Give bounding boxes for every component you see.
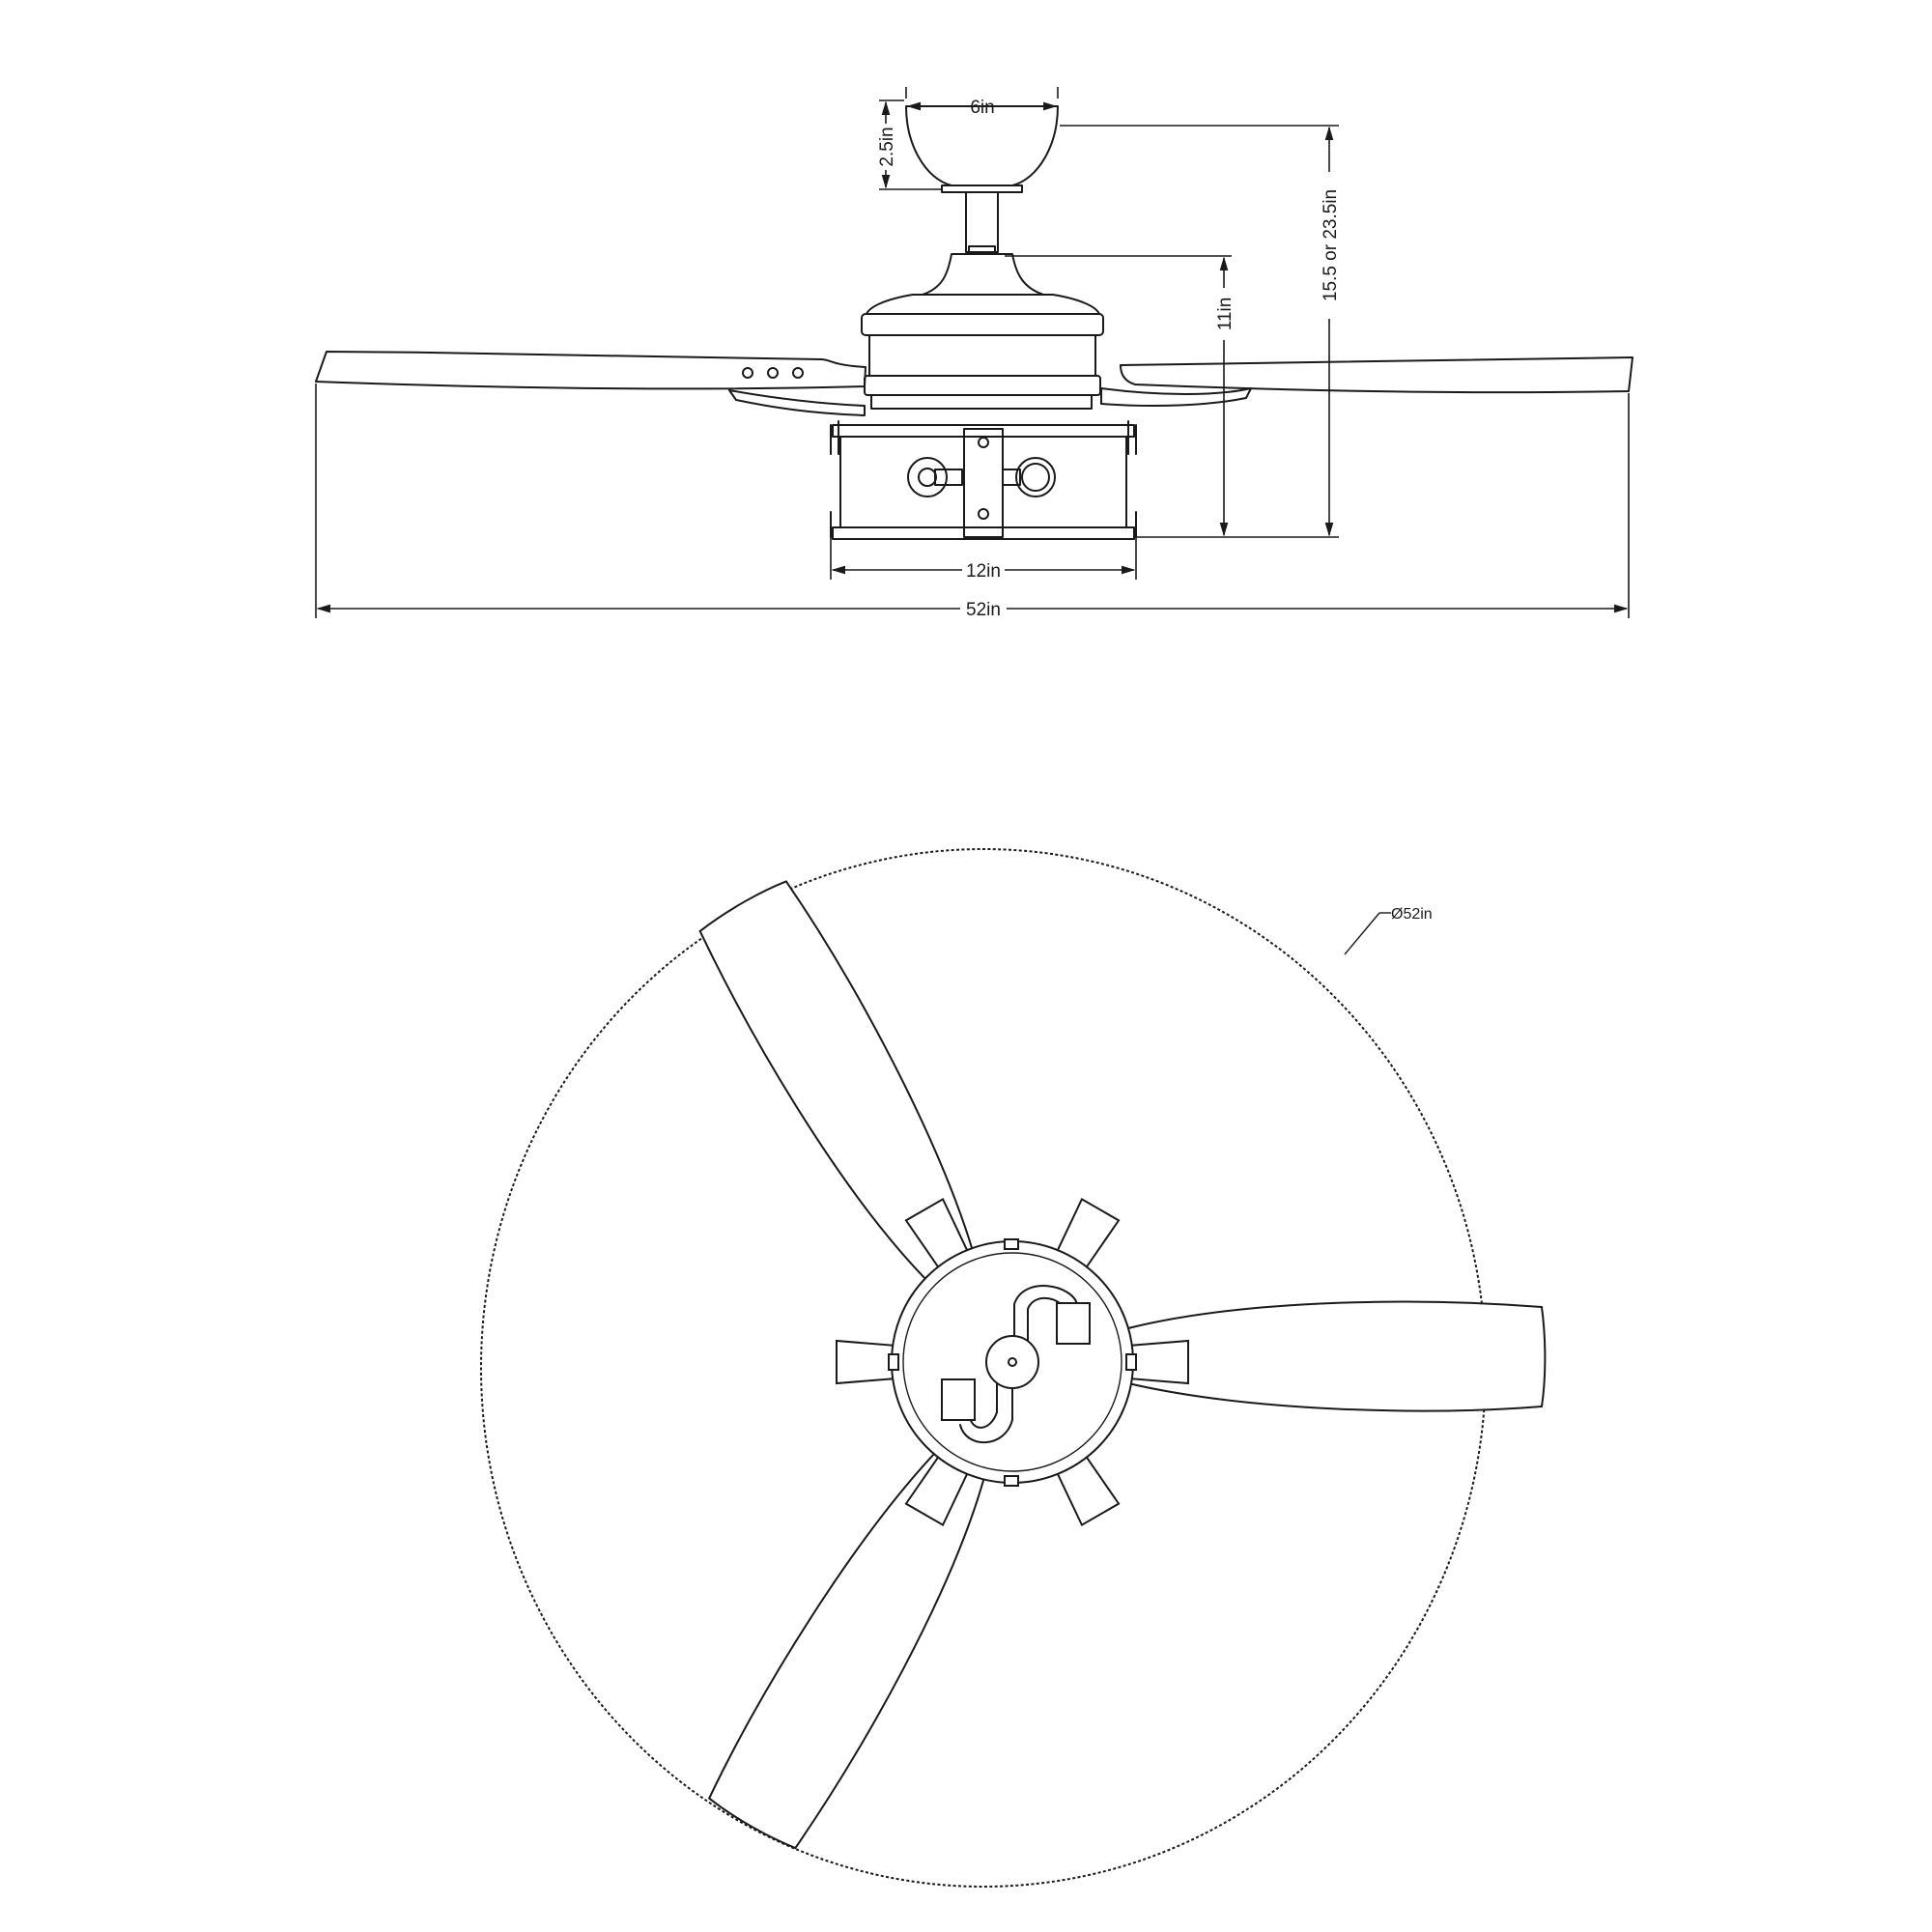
motor-housing-bottom <box>864 375 1101 396</box>
top-plan-view: Ø52in <box>480 848 1547 1888</box>
light-width-label: 12in <box>966 561 1001 582</box>
hub-inner-ring <box>902 1252 1122 1472</box>
socket-bottom <box>941 1378 976 1421</box>
dimension-span: 52in <box>315 384 1630 620</box>
left-blade-bracket <box>728 389 866 416</box>
dimension-light-width: 12in <box>830 537 1137 582</box>
bulb-socket-left <box>907 457 948 497</box>
body-height-label: 11in <box>1215 298 1236 331</box>
blade-brackets <box>836 1197 1189 1527</box>
blade-2 <box>707 1450 985 1850</box>
dimension-canopy-height: 2.5in <box>877 99 942 190</box>
motor-housing-body <box>868 334 1096 377</box>
diameter-label: Ø52in <box>1391 906 1433 923</box>
blades <box>698 880 1547 1850</box>
dimension-overall-height: 15.5 or 23.5in <box>1060 125 1341 538</box>
wire-s-curve <box>959 1285 1078 1444</box>
canopy-width-label: 6in <box>970 98 994 118</box>
blade-3 <box>698 880 975 1280</box>
hub-light-kit <box>888 1238 1137 1487</box>
left-blade <box>315 351 867 390</box>
light-kit-cage <box>830 420 1137 540</box>
blade-mount-screws <box>742 367 804 379</box>
motor-housing <box>866 294 1100 315</box>
right-blade <box>1120 356 1634 394</box>
blade-1 <box>1127 1300 1547 1412</box>
socket-top <box>1056 1302 1091 1345</box>
span-label: 52in <box>966 600 1001 620</box>
canopy-base-ring <box>941 185 1023 193</box>
right-blade-bracket <box>1100 387 1252 407</box>
canopy-height-label: 2.5in <box>877 127 897 166</box>
dimension-canopy-width: 6in <box>905 87 1059 118</box>
side-elevation-view: 6in 2.5in 15.5 or 23.5in 11in <box>315 87 1634 620</box>
canopy <box>905 105 1059 186</box>
diameter-leader: Ø52in <box>1344 906 1433 955</box>
downrod <box>965 191 999 253</box>
bulb-socket-right <box>1015 457 1056 497</box>
motor-housing-top <box>922 253 1044 296</box>
overall-height-label: 15.5 or 23.5in <box>1321 189 1341 301</box>
motor-housing-band <box>861 313 1104 336</box>
dimension-body-height: 11in <box>1005 255 1236 537</box>
